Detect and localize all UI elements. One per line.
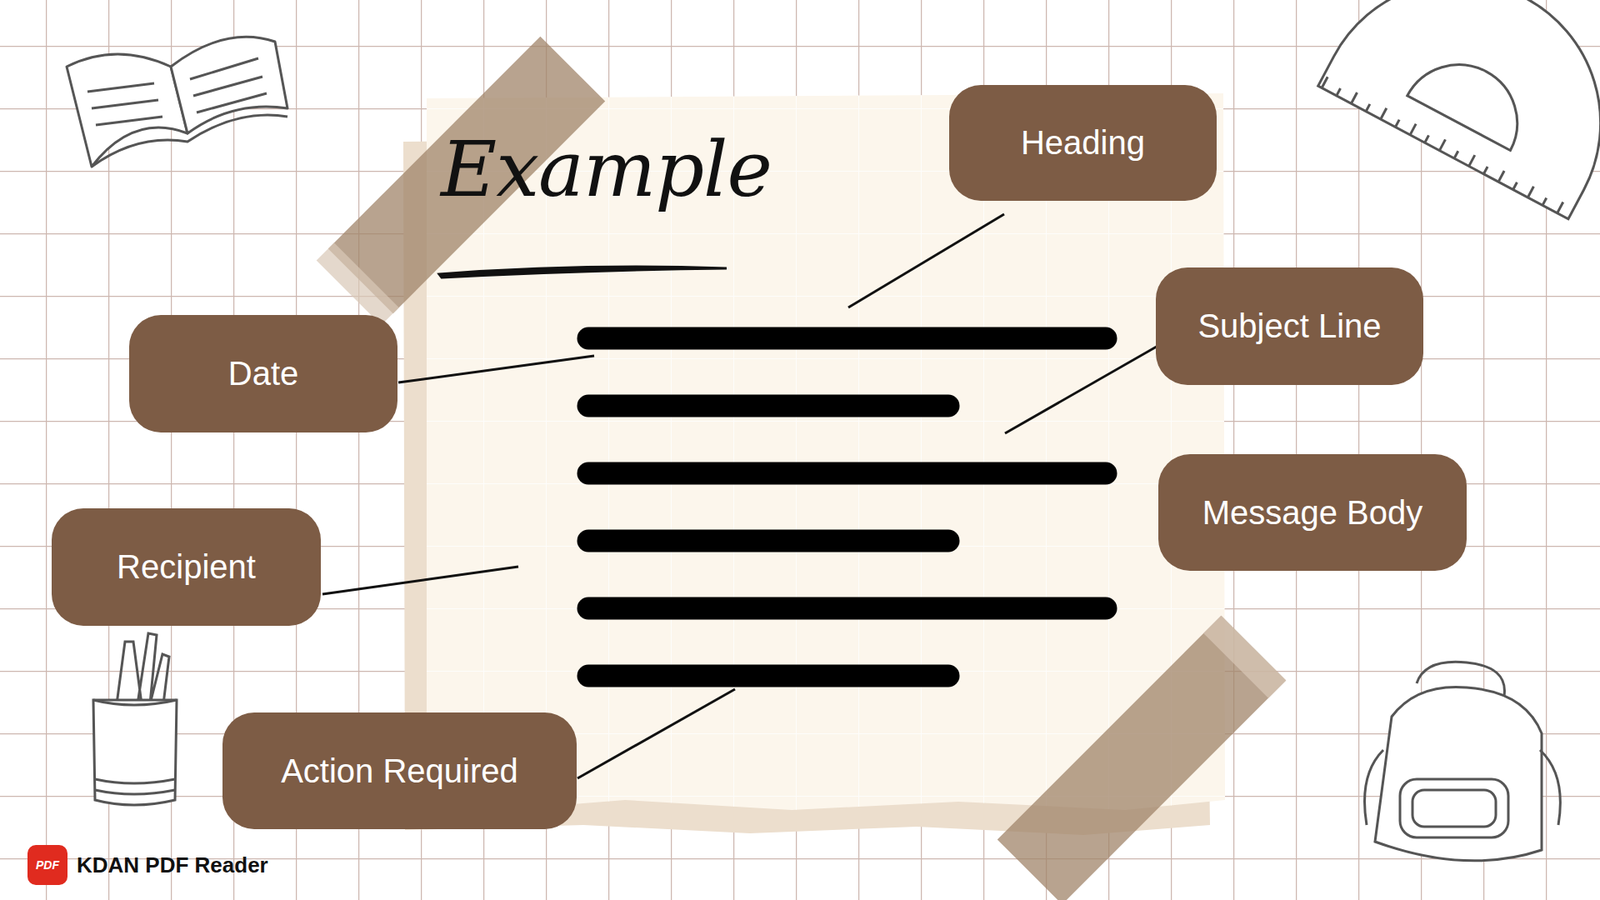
label-box: Recipient xyxy=(51,508,321,626)
book-doodle xyxy=(66,36,288,167)
label-box: Subject Line xyxy=(1155,267,1424,385)
paper-grid xyxy=(426,93,1225,810)
pencil-cup-doodle xyxy=(93,633,177,805)
label-box: Date xyxy=(129,315,398,433)
label-box: Message Body xyxy=(1158,454,1467,571)
diagram-title: Example xyxy=(440,125,772,215)
title-underline xyxy=(439,266,727,278)
backpack-doodle xyxy=(1365,661,1561,861)
label-box: Heading xyxy=(949,85,1217,201)
watermark: KDAN PDF Reader xyxy=(76,852,269,879)
leader-lines xyxy=(322,214,1161,779)
pdf-icon: PDF xyxy=(27,845,68,885)
protractor-doodle xyxy=(1318,0,1600,220)
text-bars xyxy=(588,338,1106,676)
tape-bottom xyxy=(997,615,1286,900)
label-text: Recipient xyxy=(116,548,256,586)
label-box: Action Required xyxy=(222,712,577,830)
label-text: Date xyxy=(228,355,300,393)
label-text: Message Body xyxy=(1202,494,1424,532)
note-paper xyxy=(426,93,1225,810)
icon-label: PDF xyxy=(35,858,60,872)
label-text: Subject Line xyxy=(1197,307,1381,345)
label-text: Action Required xyxy=(280,752,519,790)
label-text: Heading xyxy=(1020,124,1145,162)
